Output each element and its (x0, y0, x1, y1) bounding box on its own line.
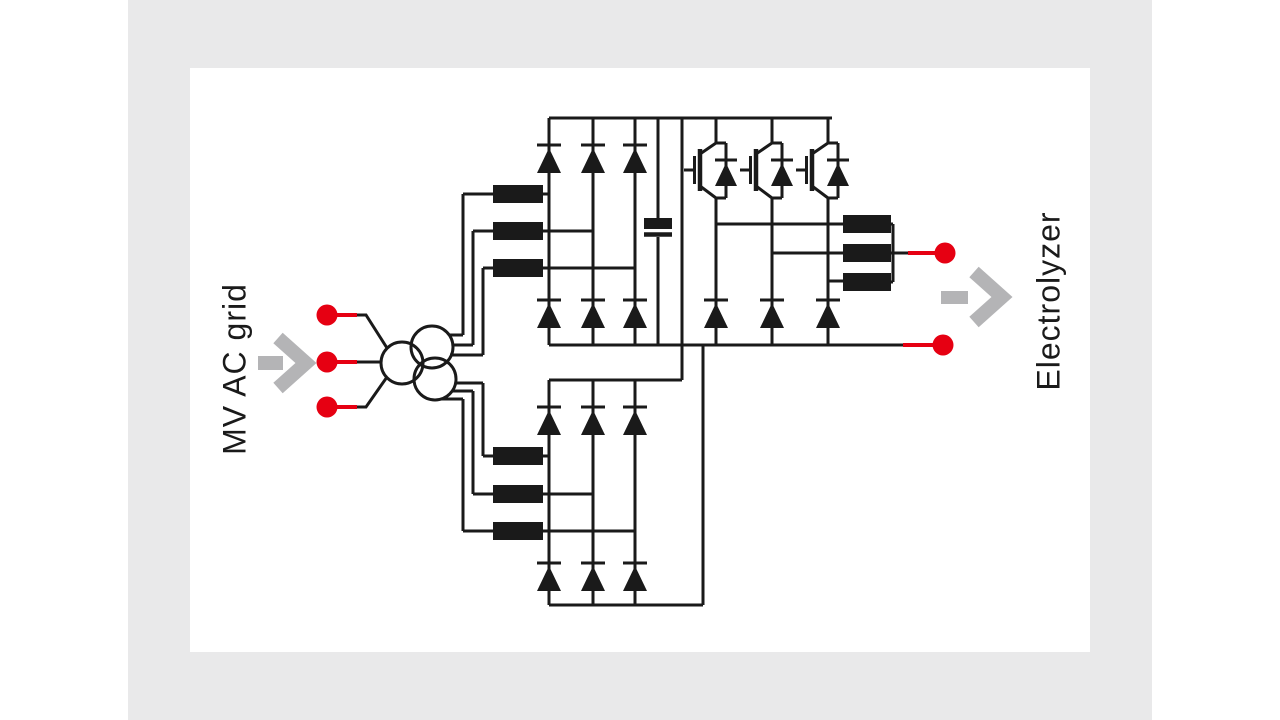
igbt-chopper (684, 118, 849, 345)
flow-arrow-out-icon (941, 266, 1013, 328)
output-inductors (843, 215, 908, 291)
input-terminal-dot (316, 351, 338, 373)
input-phase-wires (357, 313, 389, 409)
diode-icon (621, 143, 649, 175)
diode-icon (535, 143, 563, 175)
diode-icon (535, 405, 563, 437)
output-terminal-wires (903, 251, 935, 347)
flow-arrow-in-icon (258, 332, 317, 394)
inductor (493, 259, 543, 277)
input-terminal-dot (316, 304, 338, 326)
diode-icon (579, 143, 607, 175)
upper-diode-rectifier (449, 116, 903, 357)
diode-icon (758, 298, 786, 330)
diode-icon (535, 561, 563, 593)
inductor (493, 222, 543, 240)
diode-icon (579, 298, 607, 330)
inductor (843, 244, 891, 262)
chopper-wiring (714, 118, 843, 345)
igbt-icon (740, 143, 793, 198)
lower-diode-rectifier (441, 378, 703, 607)
diode-icon (621, 298, 649, 330)
diode-icon (579, 561, 607, 593)
diode-icon (621, 561, 649, 593)
igbt-icon (796, 143, 849, 198)
input-section (258, 304, 389, 418)
output-inductor-wiring (891, 222, 908, 284)
output-terminal-dot (934, 242, 956, 264)
inductor (493, 185, 543, 203)
diode-icon (535, 298, 563, 330)
diode-icon (621, 405, 649, 437)
three-winding-transformer (379, 324, 458, 402)
inductor (493, 522, 543, 540)
transformer-secondary-winding-top (409, 324, 455, 370)
diode-icon (579, 405, 607, 437)
inductor (843, 215, 891, 233)
output-label: Electrolyzer (1030, 211, 1067, 391)
diode-icon (814, 298, 842, 330)
dc-link-capacitor-icon (644, 218, 672, 237)
upper-rectifier-wiring (449, 116, 903, 357)
input-label: MV AC grid (216, 283, 253, 455)
inductor (493, 485, 543, 503)
diode-icon (702, 298, 730, 330)
output-terminal-dot (932, 334, 954, 356)
lower-rectifier-wiring (441, 378, 703, 607)
input-terminal-dot (316, 396, 338, 418)
dc-link (644, 118, 705, 605)
inductor (843, 273, 891, 291)
transformer-secondary-winding-bottom (412, 356, 458, 402)
igbt-icon (684, 143, 737, 198)
dc-link-wiring (656, 118, 705, 605)
inductor (493, 447, 543, 465)
output-section (903, 242, 1013, 356)
